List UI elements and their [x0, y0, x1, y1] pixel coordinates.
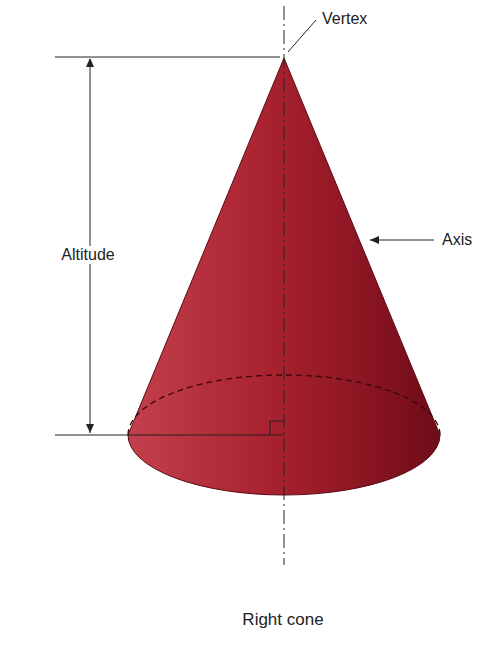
- axis-line: [284, 6, 285, 565]
- leader-arrow: [370, 240, 434, 241]
- extension-line: [55, 57, 280, 58]
- right-angle-mark: [270, 421, 284, 435]
- extension-line: [55, 435, 284, 436]
- leader-line: [288, 20, 316, 52]
- figure-caption: Right cone: [240, 610, 325, 630]
- part-label: Axis: [440, 231, 474, 249]
- part-label: Vertex: [320, 10, 369, 28]
- dimension-label: Altitude: [59, 246, 116, 264]
